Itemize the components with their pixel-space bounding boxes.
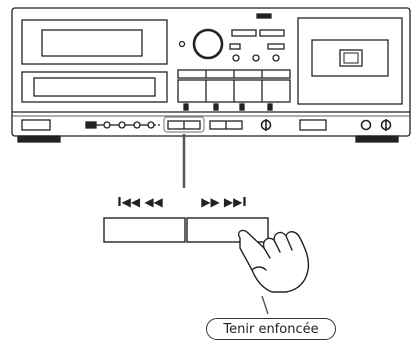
pressing-hand-icon (238, 229, 310, 293)
forward-button (186, 217, 269, 243)
cassette-deck (11, 7, 411, 143)
deck-foot-left (17, 135, 61, 143)
forward-label: ▶▶ ▶▶I (201, 195, 247, 209)
deck-foot-right (355, 135, 399, 143)
indicator-led (256, 13, 272, 19)
volume-knob (192, 28, 224, 60)
caption-leader (261, 295, 269, 315)
hold-caption: Tenir enfoncée (206, 318, 336, 340)
small-dial (178, 40, 186, 48)
highlight-box (163, 116, 205, 133)
rewind-label: I◀◀ ◀◀ (117, 195, 163, 209)
transport-button-grid (177, 69, 291, 111)
pitch-slider-knob (85, 121, 97, 129)
power-switch (21, 119, 51, 131)
display-window (41, 29, 143, 57)
rewind-button (103, 217, 186, 243)
